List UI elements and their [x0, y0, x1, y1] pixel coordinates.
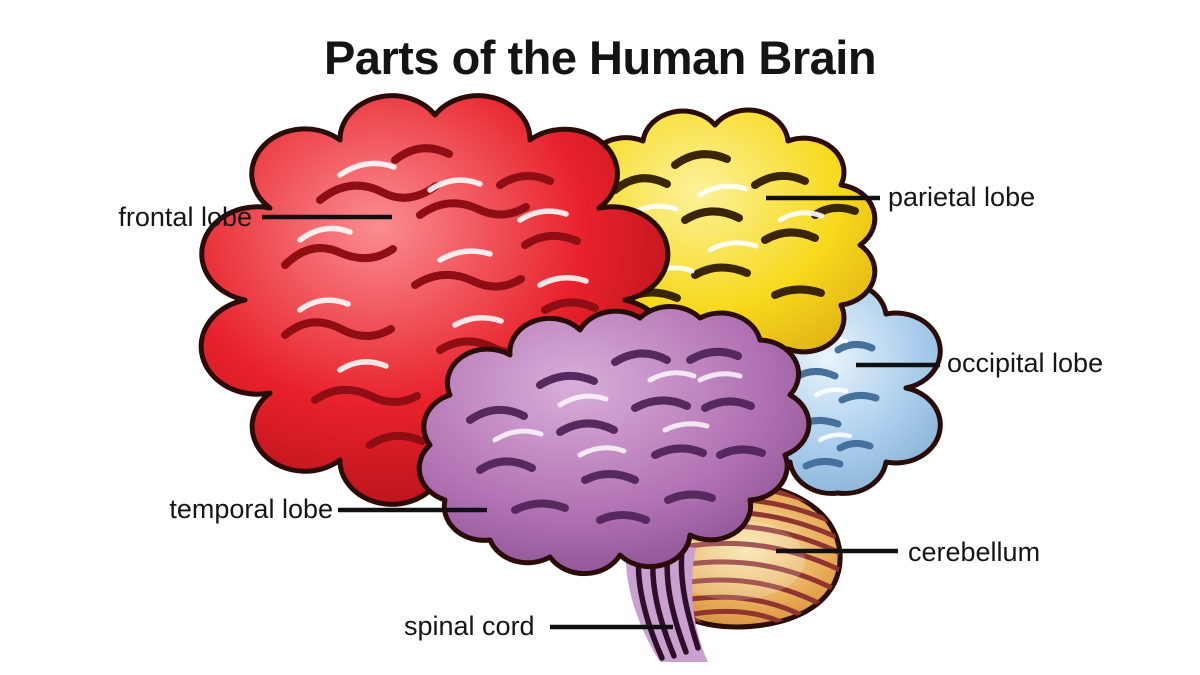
occipital-lobe-label: occipital lobe [947, 348, 1104, 378]
parietal-lobe-label: parietal lobe [888, 182, 1036, 212]
spinal-cord-label: spinal cord [404, 611, 535, 641]
temporal-lobe [416, 304, 812, 577]
temporal-highlights [492, 370, 743, 458]
temporal-sulci [466, 347, 766, 524]
frontal-highlights [297, 160, 589, 373]
spinal-cord-shape [625, 538, 708, 662]
temporal-lobe-label: temporal lobe [169, 494, 333, 524]
frontal-lobe-label: frontal lobe [118, 202, 252, 232]
page-title: Parts of the Human Brain [323, 31, 877, 84]
cerebellum-label: cerebellum [908, 537, 1041, 567]
leader-lines [262, 195, 940, 630]
